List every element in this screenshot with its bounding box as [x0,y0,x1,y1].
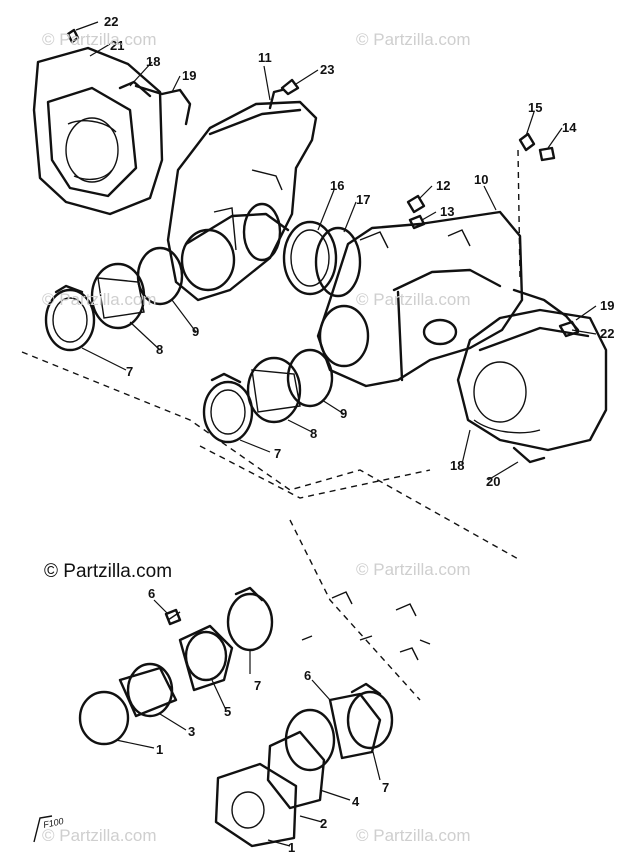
callout: 7 [274,446,281,461]
joint-rings-upper [282,220,362,298]
callout: 18 [450,458,464,473]
callout: 8 [310,426,317,441]
callout: 6 [304,668,311,683]
bolts [66,28,580,626]
watermark: © Partzilla.com [356,826,471,845]
callout: 3 [188,724,195,739]
lower-set-lower [214,682,394,848]
leader-lines [75,21,597,847]
watermark: © Partzilla.com [42,30,157,49]
callout: 5 [224,704,231,719]
assembly-line-3 [517,149,521,281]
figure-tag-text: F100 [42,816,64,830]
credit-label: © Partzilla.com [44,561,173,582]
watermark: © Partzilla.com [356,30,471,49]
callout: 19 [182,68,196,83]
callout: 15 [528,100,542,115]
figure-tag: F100 [33,815,64,843]
callout: 9 [340,406,347,421]
callout: 13 [440,204,454,219]
callout: 14 [562,120,577,135]
bracket-upper [134,84,192,126]
callout: 10 [474,172,488,187]
callout: 7 [382,780,389,795]
small-fragments [301,591,431,661]
callout: 6 [148,586,155,601]
callout: 20 [486,474,500,489]
right-airbox-cover [456,308,608,464]
callout: 1 [288,840,295,855]
left-airbox-cover [32,46,164,216]
assembly-line-1 [21,351,521,561]
center-intake-set [202,348,334,444]
callout: 22 [600,326,614,341]
assembly-line-2 [199,445,431,499]
callout: 21 [110,38,124,53]
callout: 7 [126,364,133,379]
callout: 19 [600,298,614,313]
callout: 7 [254,678,261,693]
callout: 12 [436,178,450,193]
callout: 22 [104,14,118,29]
callout: 18 [146,54,160,69]
assembly-line-4 [289,519,421,701]
callout: 1 [156,742,163,757]
right-airbox [316,210,524,388]
callout: 9 [192,324,199,339]
callout: 23 [320,62,334,77]
watermark: © Partzilla.com [356,560,471,579]
callout: 17 [356,192,370,207]
callout: 2 [320,816,327,831]
callout: 16 [330,178,344,193]
callout-numbers: 22 21 18 19 11 23 15 14 16 17 12 10 13 1… [104,14,614,855]
callout: 8 [156,342,163,357]
callout: 4 [352,794,360,809]
watermark: © Partzilla.com [356,290,471,309]
watermark: © Partzilla.com [42,826,157,845]
main-airbox [166,88,318,302]
left-intake-set [44,246,184,352]
callout: 11 [258,50,272,65]
watermark: © Partzilla.com [42,290,157,309]
